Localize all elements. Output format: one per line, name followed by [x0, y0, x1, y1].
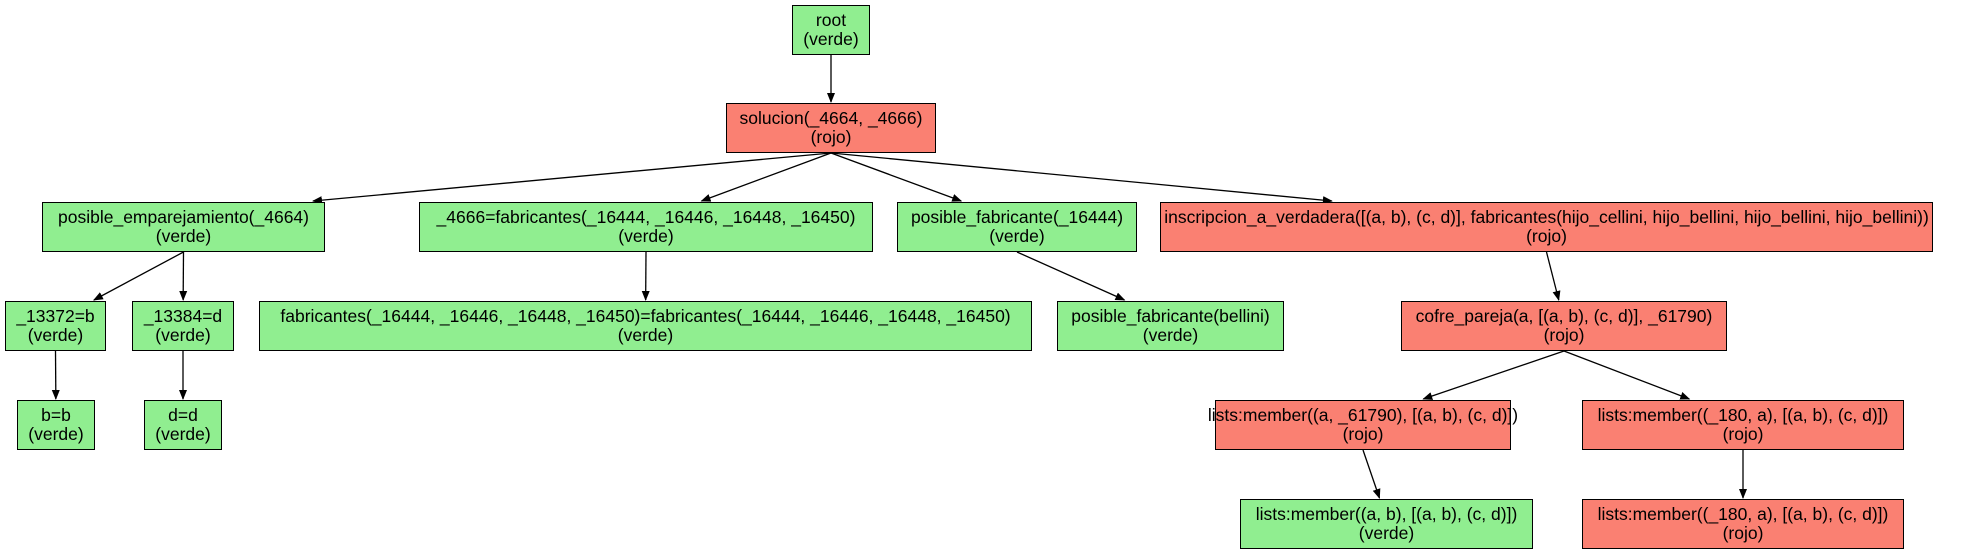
node-label: root: [815, 10, 847, 30]
node-lists-member-3[interactable]: lists:member((a, b), [(a, b), (c, d)]) (…: [1240, 499, 1533, 549]
node-status: (verde): [803, 29, 859, 49]
node-label: posible_emparejamiento(_4664): [58, 207, 309, 227]
node-status: (verde): [155, 325, 211, 345]
edge-arrow: [93, 251, 184, 301]
node-lists-member-4[interactable]: lists:member((_180, a), [(a, b), (c, d)]…: [1582, 499, 1904, 549]
node-posible-fabricante-bellini[interactable]: posible_fabricante(bellini) (verde): [1057, 301, 1284, 351]
node-label: fabricantes(_16444, _16446, _16448, _164…: [280, 306, 1011, 326]
node-label: _4666=fabricantes(_16444, _16446, _16448…: [436, 207, 856, 227]
node-label: _13384=d: [143, 306, 223, 326]
node-status: (rojo): [1722, 523, 1764, 543]
node-status: (verde): [1358, 523, 1415, 543]
node-status: (rojo): [1526, 226, 1567, 246]
node-label: posible_fabricante(bellini): [1071, 306, 1270, 326]
node-13384-eq-d[interactable]: _13384=d (verde): [132, 301, 234, 351]
node-lists-member-2[interactable]: lists:member((_180, a), [(a, b), (c, d)]…: [1582, 400, 1904, 450]
node-cofre-pareja[interactable]: cofre_pareja(a, [(a, b), (c, d)], _61790…: [1401, 301, 1727, 351]
node-posible-emparejamiento[interactable]: posible_emparejamiento(_4664) (verde): [42, 202, 325, 252]
edge-arrow: [1545, 251, 1561, 301]
node-status: (rojo): [810, 127, 852, 147]
node-status: (verde): [27, 325, 84, 345]
edge-arrow: [700, 152, 832, 202]
node-inscripcion-a-verdadera[interactable]: inscripcion_a_verdadera([(a, b), (c, d)]…: [1160, 202, 1933, 252]
node-root[interactable]: root (verde): [792, 5, 870, 55]
node-status: (rojo): [1543, 325, 1585, 345]
node-label: posible_fabricante(_16444): [910, 207, 1124, 227]
node-fabricantes-unify[interactable]: fabricantes(_16444, _16446, _16448, _164…: [259, 301, 1032, 351]
node-status: (verde): [155, 424, 211, 444]
node-label: _13372=b: [16, 306, 95, 326]
node-status: (verde): [155, 226, 212, 246]
node-status: (verde): [28, 424, 84, 444]
node-solucion[interactable]: solucion(_4664, _4666) (rojo): [726, 103, 936, 153]
node-13372-eq-b[interactable]: _13372=b (verde): [5, 301, 106, 351]
node-lists-member-1[interactable]: lists:member((a, _61790), [(a, b), (c, d…: [1208, 400, 1518, 450]
node-b-eq-b[interactable]: b=b (verde): [17, 400, 95, 450]
node-status: (verde): [617, 325, 674, 345]
node-label: d=d: [168, 405, 198, 425]
edge-arrow: [1422, 350, 1565, 400]
node-label: lists:member((_180, a), [(a, b), (c, d)]…: [1597, 504, 1889, 524]
node-label: lists:member((_180, a), [(a, b), (c, d)]…: [1597, 405, 1889, 425]
node-d-eq-d[interactable]: d=d (verde): [144, 400, 222, 450]
node-label: inscripcion_a_verdadera([(a, b), (c, d)]…: [1164, 207, 1929, 227]
node-fabricantes-assign[interactable]: _4666=fabricantes(_16444, _16446, _16448…: [419, 202, 873, 252]
node-status: (rojo): [1722, 424, 1764, 444]
edge-arrow: [1016, 251, 1126, 301]
edge-arrow: [830, 152, 963, 202]
node-label: cofre_pareja(a, [(a, b), (c, d)], _61790…: [1415, 306, 1713, 326]
node-label: solucion(_4664, _4666): [739, 108, 923, 128]
edge-arrow: [1362, 449, 1381, 499]
node-status: (verde): [618, 226, 674, 246]
node-label: lists:member((a, b), [(a, b), (c, d)]): [1255, 504, 1518, 524]
node-label: lists:member((a, _61790), [(a, b), (c, d…: [1207, 405, 1519, 425]
node-status: (verde): [1142, 325, 1199, 345]
edge-arrow: [830, 152, 1333, 205]
node-status: (rojo): [1342, 424, 1384, 444]
edge-arrow: [312, 152, 832, 205]
node-label: b=b: [41, 405, 71, 425]
node-status: (verde): [989, 226, 1045, 246]
node-posible-fabricante[interactable]: posible_fabricante(_16444) (verde): [897, 202, 1137, 252]
edge-arrow: [1563, 350, 1691, 400]
